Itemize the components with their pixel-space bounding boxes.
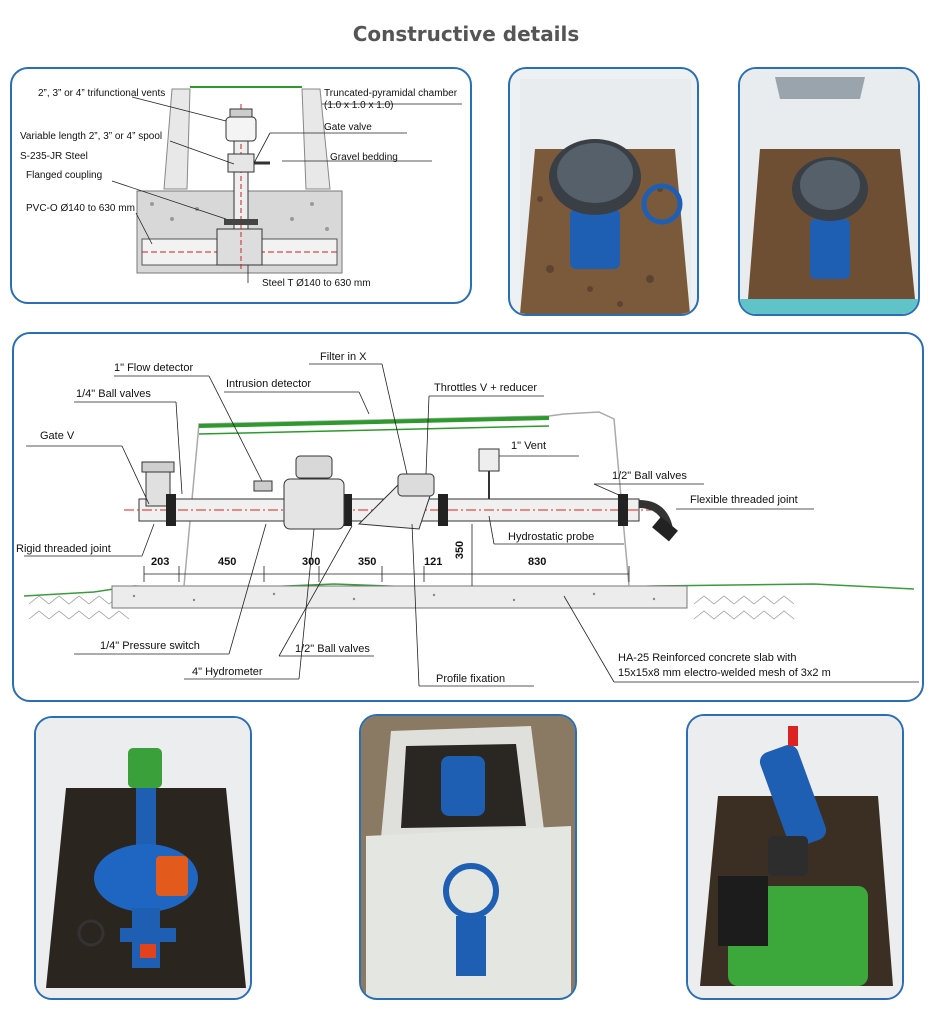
dimension-830: 830 <box>528 556 547 568</box>
label-ball-half-right: 1/2" Ball valves <box>612 470 687 482</box>
label-rigid: Rigid threaded joint <box>16 543 111 555</box>
assembly-drawing <box>23 363 919 687</box>
label-vents: 2”, 3” or 4” trifunctional vents <box>38 88 166 99</box>
photo-valve-in-chamber <box>738 67 920 316</box>
installation-assembly-diagram: 1" Flow detector Filter in X Intrusion d… <box>12 332 924 702</box>
label-gravel: Gravel bedding <box>330 152 398 163</box>
photo-chamber-side-view <box>686 714 904 1000</box>
page-title: Constructive details <box>352 22 580 46</box>
dimension-121: 121 <box>424 556 443 568</box>
label-vent: 1" Vent <box>511 440 547 452</box>
label-hydrometer: 4" Hydrometer <box>192 666 263 678</box>
label-flow-detector: 1" Flow detector <box>114 362 194 374</box>
label-slab-line1: HA-25 Reinforced concrete slab with <box>618 652 797 664</box>
dimension-450: 450 <box>218 556 237 568</box>
label-gate-valve: Gate valve <box>324 122 372 133</box>
label-pressure-switch: 1/4" Pressure switch <box>100 640 200 652</box>
dimension-350: 350 <box>358 556 377 568</box>
label-ball-quarter: 1/4" Ball valves <box>76 388 151 400</box>
label-hydrostatic: Hydrostatic probe <box>508 531 595 543</box>
photo-chamber-drawing <box>740 69 918 314</box>
chamber-section-diagram: 2”, 3” or 4” trifunctional vents Truncat… <box>10 67 472 304</box>
label-intrusion: Intrusion detector <box>226 378 311 390</box>
chamber-section-drawing <box>111 86 462 283</box>
label-pvc: PVC-O Ø140 to 630 mm <box>26 203 135 214</box>
photo-chamber-top-drawing <box>36 718 250 998</box>
label-steel-t: Steel T Ø140 to 630 mm <box>262 278 371 289</box>
label-chamber: Truncated-pyramidal chamber (1.0 x 1.0 x… <box>324 88 458 111</box>
dimension-350-vertical: 350 <box>454 540 467 560</box>
dimension-300: 300 <box>302 556 321 568</box>
photo-valve-drawing <box>520 79 691 314</box>
label-throttles: Throttles V + reducer <box>434 382 538 394</box>
label-flanged: Flanged coupling <box>26 170 103 181</box>
label-filter: Filter in X <box>320 351 367 363</box>
label-slab-line2: 15x15x8 mm electro-welded mesh of 3x2 m <box>618 667 831 679</box>
label-steel: S-235-JR Steel <box>20 151 88 162</box>
label-profile: Profile fixation <box>436 673 506 685</box>
label-flexible: Flexible threaded joint <box>690 494 798 506</box>
label-gate-v: Gate V <box>40 430 75 442</box>
photo-gate-valve-drawing <box>361 716 575 998</box>
photo-chamber-top-view <box>34 716 252 1000</box>
photo-chamber-with-gate-valve <box>359 714 577 1000</box>
label-spool: Variable length 2”, 3” or 4” spool <box>20 131 163 142</box>
photo-valve-with-handwheel <box>508 67 699 316</box>
label-ball-half-bottom: 1/2" Ball valves <box>295 643 370 655</box>
dimension-203: 203 <box>151 556 170 568</box>
photo-chamber-side-drawing <box>688 716 902 998</box>
